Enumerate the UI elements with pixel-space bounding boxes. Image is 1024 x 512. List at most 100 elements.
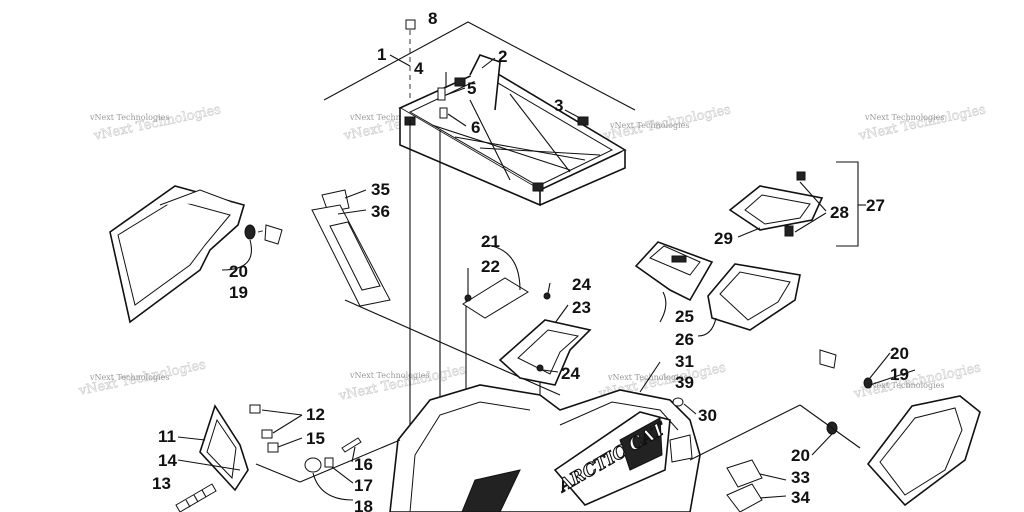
callout-35: 35 <box>371 180 390 199</box>
leader-diagonal <box>799 404 861 449</box>
leader-24 <box>547 282 551 294</box>
callout-36: 36 <box>371 202 390 221</box>
leader-12 <box>261 409 303 416</box>
front-rack <box>398 54 627 207</box>
callout-18: 18 <box>354 497 373 512</box>
callout-20-right: 20 <box>890 344 909 363</box>
screw-12 <box>249 404 261 414</box>
decal-34 <box>726 483 763 512</box>
callout-24-upper: 24 <box>572 275 591 294</box>
callout-5: 5 <box>467 79 476 98</box>
watermark: vNext Technologies <box>609 121 689 130</box>
callout-25: 25 <box>675 307 694 326</box>
side-panel-rib <box>159 189 233 206</box>
leader-3 <box>564 109 581 119</box>
leader-36 <box>337 209 367 215</box>
callout-12: 12 <box>306 405 325 424</box>
screw-head <box>405 19 416 30</box>
rack-rail <box>469 99 511 181</box>
grommet <box>863 377 873 389</box>
leader-28 <box>799 181 827 212</box>
leader-17 <box>331 466 354 484</box>
side-panel-inner <box>879 407 963 496</box>
fastener-leader <box>257 227 276 233</box>
leader-28 <box>794 212 827 233</box>
callout-14: 14 <box>158 451 177 470</box>
callout-2: 2 <box>498 47 507 66</box>
callout-11: 11 <box>158 427 176 446</box>
spring-coil <box>185 499 191 508</box>
callout-4: 4 <box>414 59 424 78</box>
decals-33-34 <box>689 404 861 512</box>
tray-latch <box>671 255 687 263</box>
callout-30: 30 <box>698 406 717 425</box>
watermark: vNext Technologies <box>349 371 429 380</box>
callout-20-left: 20 <box>229 262 248 281</box>
latch-28 <box>784 225 794 237</box>
callout-20-lower: 20 <box>791 446 810 465</box>
leader-31 <box>639 361 661 393</box>
leader-16 <box>351 446 356 463</box>
rivet-24 <box>536 364 544 372</box>
leader-24 <box>542 369 559 373</box>
rack-handle <box>469 54 501 111</box>
leader-1 <box>389 54 411 67</box>
leader-20 <box>811 433 833 456</box>
leader-bracket <box>255 463 301 483</box>
spring-coil <box>201 489 207 498</box>
decal-36-inner <box>329 221 381 291</box>
lid-29-inner <box>744 194 811 225</box>
watermark: vNext Technologies <box>349 113 429 122</box>
rack-hardware <box>405 19 448 119</box>
decal-35 <box>321 189 350 213</box>
leader-12 <box>272 414 303 434</box>
bracket-23-inner <box>517 329 580 375</box>
watermark: vNext Technologies <box>864 381 944 390</box>
headlight-housing <box>175 404 401 512</box>
callout-34: 34 <box>791 488 810 507</box>
leader-33 <box>759 473 787 481</box>
callout-26: 26 <box>675 330 694 349</box>
rack-rail <box>454 136 586 161</box>
front-fender: ARCTIC CAT <box>389 384 701 512</box>
callout-22: 22 <box>481 257 500 276</box>
grommet-15 <box>267 442 279 453</box>
left-side-panel <box>109 185 283 324</box>
fender-hatch <box>619 417 663 471</box>
callout-21: 21 <box>481 232 500 251</box>
grommet-outline <box>819 349 837 369</box>
housing-11-inner <box>206 418 237 480</box>
spacer <box>437 87 446 101</box>
leader-29 <box>737 227 761 238</box>
rivet-24 <box>543 292 551 300</box>
watermark: vNext Technologies <box>864 113 944 122</box>
callout-3: 3 <box>554 96 563 115</box>
rack-bushing <box>532 182 544 192</box>
callout-19-left: 19 <box>229 283 248 302</box>
leader-26 <box>697 317 717 337</box>
washer-17 <box>304 457 322 473</box>
leader-19-right <box>869 369 916 386</box>
fender-contour <box>409 401 531 512</box>
grommet <box>244 224 256 240</box>
callout-29: 29 <box>714 229 733 248</box>
leader-diagonal <box>689 404 801 461</box>
plate-22 <box>462 277 529 319</box>
watermark-ghost: vNext Technologies <box>857 102 987 144</box>
leader-18 <box>312 472 354 501</box>
clip-30 <box>672 397 684 407</box>
rack-side-edge <box>539 150 626 206</box>
callout-23: 23 <box>572 298 591 317</box>
callout-16: 16 <box>354 455 373 474</box>
leader-25 <box>659 291 667 323</box>
callout-33: 33 <box>791 468 810 487</box>
rack-bushing <box>454 77 466 87</box>
leader-35 <box>344 189 367 199</box>
leaders <box>177 57 891 501</box>
callout-19-right: 19 <box>890 365 909 384</box>
watermark-ghost: vNext Technologies <box>92 102 222 144</box>
right-side-panel <box>819 349 981 507</box>
callout-39: 39 <box>675 373 694 392</box>
rack-frame-inner <box>408 75 614 187</box>
